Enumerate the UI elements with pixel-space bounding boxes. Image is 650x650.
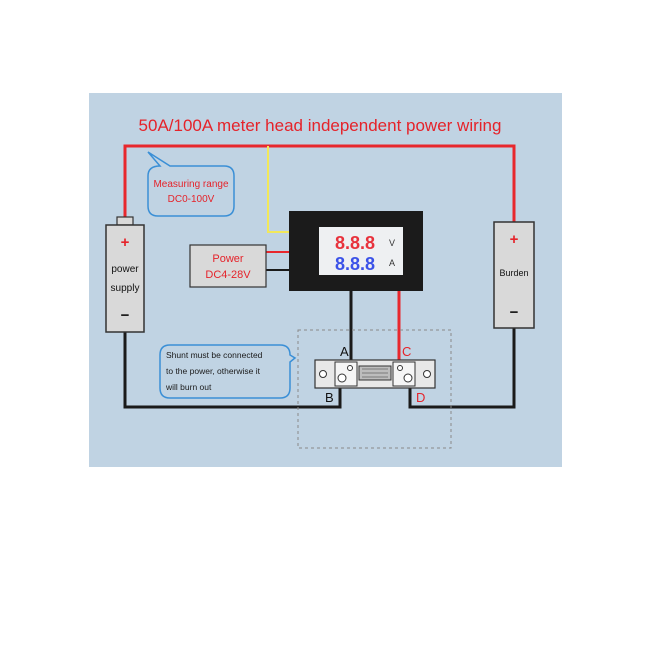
shunt-note-line1: Shunt must be connected [166,350,263,360]
measuring-range-callout [147,151,235,217]
meter-screen [319,227,403,275]
burden-box [493,221,535,329]
measuring-range-line1: Measuring range [153,179,228,190]
diagram-title: 50A/100A meter head independent power wi… [139,116,502,135]
power-box-line1: Power [212,253,244,265]
red-wire-top [123,144,516,222]
black-wire-load [408,328,516,409]
power-supply-label-line1: power [111,264,139,275]
meter-current-reading: 8.8.8 [335,254,375,274]
black-wire-bottom [123,332,342,409]
shunt-screw-a-top [347,365,353,371]
shunt-note-line3: will burn out [165,382,212,392]
shunt-note-line2: to the power, otherwise it [166,366,261,376]
meter-voltage-reading: 8.8.8 [335,233,375,253]
yellow-wire [267,146,292,233]
shunt [314,359,436,389]
shunt-note-callout [159,344,297,399]
measuring-range-line2: DC0-100V [168,194,215,205]
terminal-b-label: B [325,390,334,405]
shunt-region [297,329,452,449]
shunt-screw-c [403,373,413,383]
terminal-a-label: A [340,344,349,359]
power-box [189,244,267,288]
meter-voltage-unit: V [389,238,395,248]
terminal-d-label: D [416,390,425,405]
burden-minus: − [510,304,519,321]
power-supply-minus: − [121,307,130,324]
burden-plus: + [510,231,519,248]
shunt-screw-left-outer [319,370,327,378]
shunt-block-right [392,361,416,387]
power-supply-box [105,224,145,333]
burden-label: Burden [499,268,528,278]
power-box-line2: DC4-28V [205,269,251,281]
meter-current-unit: A [389,258,395,268]
shunt-screw-c-top [397,365,403,371]
shunt-block-left [334,361,358,387]
shunt-screw-right-outer [423,370,431,378]
power-supply-label-line2: supply [111,283,140,294]
power-supply-terminal [116,216,134,226]
power-supply-plus: + [121,234,130,251]
shunt-screw-a [337,373,347,383]
terminal-c-label: C [402,344,411,359]
